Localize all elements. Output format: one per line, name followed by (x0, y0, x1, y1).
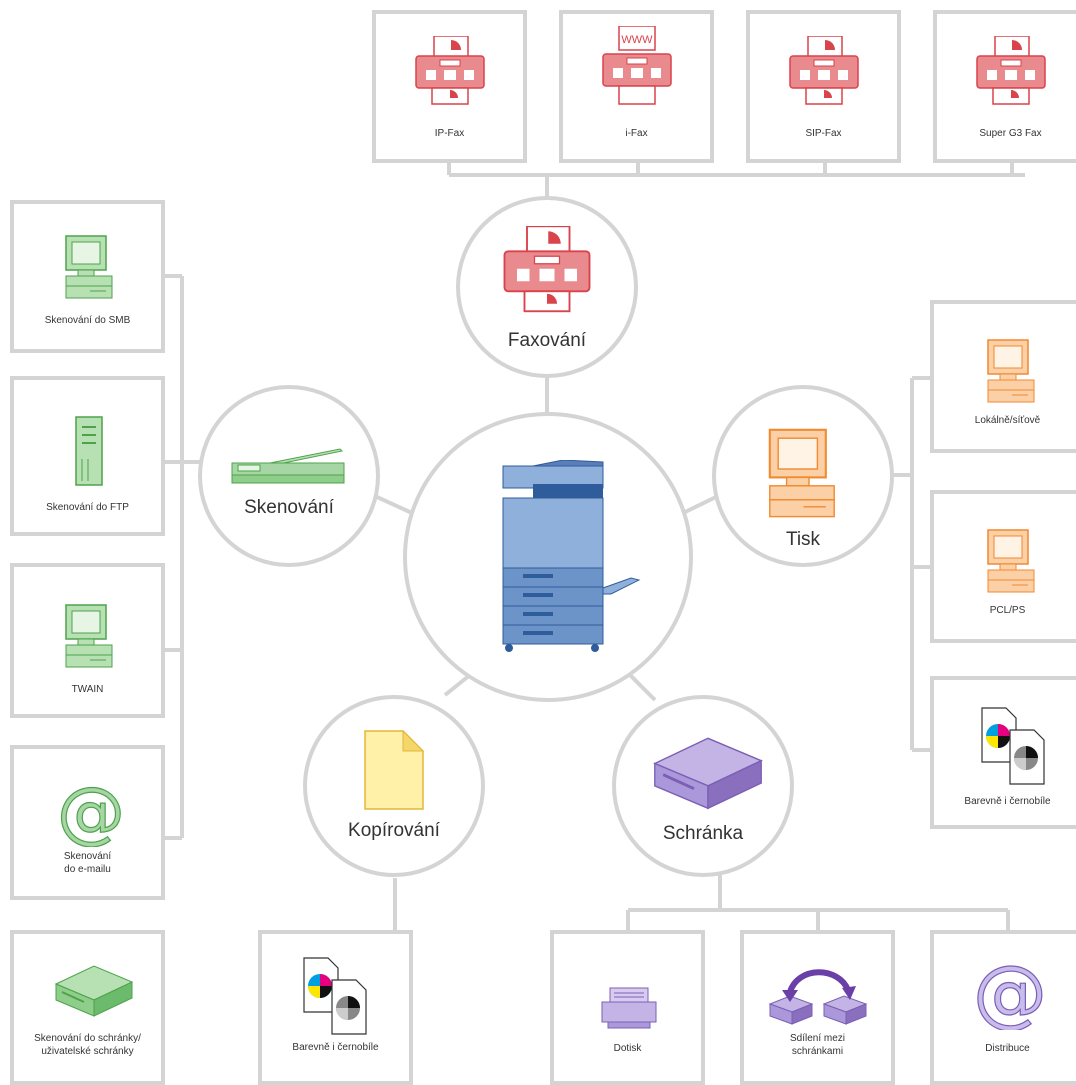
hub-print-label: Tisk (785, 529, 821, 550)
box-box-sharing: Sdílení mezi schránkami (740, 930, 895, 1085)
scan-box-label: Skenování do schránky/ uživatelské schrá… (34, 1033, 141, 1057)
storage-box-icon (54, 965, 134, 1017)
hub-scan-label: Skenování (244, 497, 334, 518)
hub-copy-label: Kopírování (348, 820, 440, 841)
color-bw-documents-icon (981, 707, 1045, 785)
svg-text:@: @ (57, 777, 125, 847)
server-tower-icon (75, 416, 103, 486)
print-box-local-network: Lokálně/síťově (930, 300, 1076, 453)
flatbed-scanner-icon (231, 448, 345, 484)
copy-box-label: Barevně i černobíle (292, 1042, 379, 1053)
box-sharing-arrows-icon (768, 969, 868, 1025)
print-box-color-bw: Barevně i černobíle (930, 676, 1076, 829)
fax-machine-icon (503, 226, 591, 313)
fax-box-sip-fax: SIP-Fax (746, 10, 901, 163)
hub-fax-label: Faxování (507, 330, 587, 351)
box-box-distribution: @ Distribuce (930, 930, 1076, 1085)
hub-print: Tisk (712, 385, 894, 567)
color-bw-documents-icon (303, 957, 367, 1035)
computer-monitor-icon (65, 604, 113, 668)
box-box-reprint: Dotisk (550, 930, 705, 1085)
fax-machine-icon (789, 36, 859, 105)
fax-box-label: Super G3 Fax (979, 128, 1042, 139)
computer-monitor-icon (65, 235, 113, 299)
fax-box-label: SIP-Fax (805, 128, 842, 139)
at-sign-icon: @ (972, 954, 1047, 1030)
fax-box-super-g3: Super G3 Fax (933, 10, 1076, 163)
box-box-label: Distribuce (985, 1043, 1030, 1054)
www-fax-icon: WWW (602, 26, 672, 105)
computer-monitor-icon (768, 428, 835, 518)
svg-text:@: @ (973, 954, 1047, 1030)
fax-machine-icon (976, 36, 1046, 105)
computer-monitor-icon (987, 339, 1035, 403)
box-box-label: Dotisk (613, 1043, 642, 1054)
hub-box: Schránka (612, 695, 794, 877)
hub-scan: Skenování (198, 385, 380, 567)
computer-monitor-icon (987, 529, 1035, 593)
printer-icon (601, 987, 657, 1029)
scan-box-label: Skenování do e-mailu (63, 851, 112, 875)
copy-box-color-bw: Barevně i černobíle (258, 930, 413, 1085)
scan-box-label: TWAIN (71, 684, 104, 695)
storage-box-icon (653, 737, 763, 810)
scan-box-userbox: Skenování do schránky/ uživatelské schrá… (10, 930, 165, 1085)
hub-center-device (403, 412, 693, 702)
svg-text:WWW: WWW (621, 34, 653, 46)
hub-copy: Kopírování (303, 695, 485, 877)
box-box-label: Sdílení mezi schránkami (789, 1033, 846, 1057)
hub-box-label: Schránka (662, 823, 744, 844)
at-sign-icon: @ (56, 777, 125, 847)
scan-box-label: Skenování do FTP (46, 502, 129, 513)
scan-box-email: @ Skenování do e-mailu (10, 745, 165, 900)
hub-fax: Faxování (456, 196, 638, 378)
document-page-icon (364, 729, 425, 810)
print-box-label: Barevně i černobíle (964, 796, 1051, 807)
print-box-label: Lokálně/síťově (974, 415, 1041, 426)
scan-box-smb: Skenování do SMB (10, 200, 165, 353)
fax-box-i-fax: WWW i-Fax (559, 10, 714, 163)
scan-box-twain: TWAIN (10, 563, 165, 718)
scan-box-ftp: Skenování do FTP (10, 376, 165, 536)
scan-box-label: Skenování do SMB (44, 315, 131, 326)
print-box-pcl-ps: PCL/PS (930, 490, 1076, 643)
fax-box-ip-fax: IP-Fax (372, 10, 527, 163)
fax-box-label: IP-Fax (434, 128, 465, 139)
multifunction-printer-icon (502, 460, 641, 652)
fax-box-label: i-Fax (625, 128, 648, 139)
fax-machine-icon (415, 36, 485, 105)
print-box-label: PCL/PS (989, 605, 1026, 616)
